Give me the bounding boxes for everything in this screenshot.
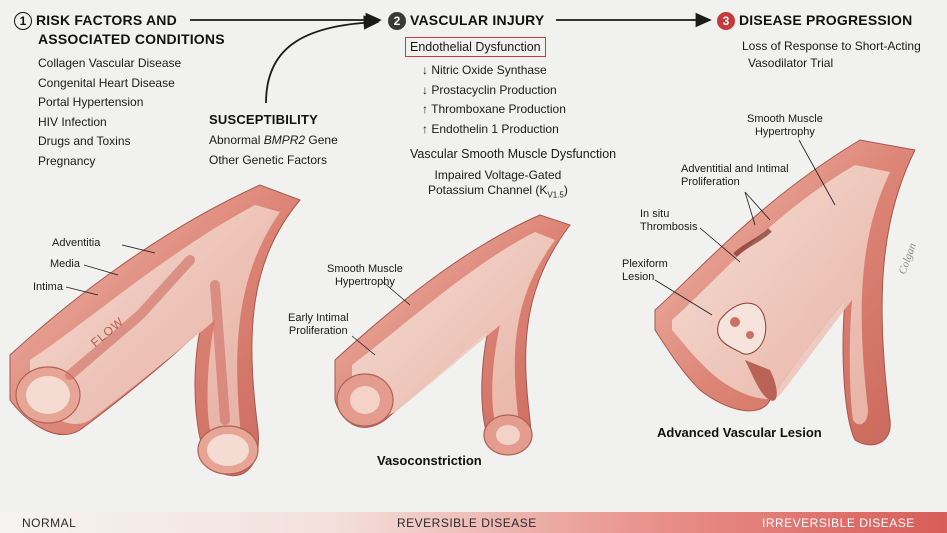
potassium-channel-note: Impaired Voltage-Gated Potassium Channel… [428,168,568,200]
list-item: Pregnancy [38,153,96,168]
arrow-down-icon: ↓ [422,82,428,97]
caption-vasoconstriction: Vasoconstriction [377,453,482,468]
bar-label-normal: NORMAL [22,516,77,530]
step-1-badge: 1 [14,12,32,30]
list-item: ↑ Endothelin 1 Production [422,121,559,136]
label-intima: Intima [33,281,63,293]
label-early-intimal: Early Intimal Proliferation [288,312,349,337]
svg-text:Colgan: Colgan [897,241,920,276]
list-item: ↑ Thromboxane Production [422,102,566,116]
list-item: Abnormal BMPR2 Gene [209,133,338,147]
arrow-down-icon: ↓ [422,63,428,77]
label-plexiform-lesion: Plexiform Lesion [622,258,668,283]
label-adventitial-intimal: Adventitial and Intimal Proliferation [681,163,789,188]
bar-label-irreversible: IRREVERSIBLE DISEASE [762,516,915,530]
col2-title: VASCULAR INJURY [410,12,545,28]
list-item: ↓ Nitric Oxide Synthase [422,63,547,77]
disease-spectrum-bar: NORMAL REVERSIBLE DISEASE IRREVERSIBLE D… [0,512,947,533]
susceptibility-list: Abnormal BMPR2 Gene Other Genetic Factor… [209,131,338,170]
list-item: Portal Hypertension [38,95,144,109]
endothelial-changes-list: ↓ Nitric Oxide Synthase ↓ Prostacyclin P… [422,61,566,139]
caption-advanced-vascular-lesion: Advanced Vascular Lesion [657,425,822,440]
label-reversible-smooth-muscle: Smooth Muscle Hypertrophy [327,263,403,288]
arrow-susceptibility-to-col2 [265,15,380,104]
list-item: Other Genetic Factors [209,152,328,167]
endothelial-dysfunction-box: Endothelial Dysfunction [405,37,546,57]
step-3-badge: 3 [717,12,735,30]
list-item: Drugs and Toxins [38,134,131,148]
label-irreversible-smooth-muscle: Smooth Muscle Hypertrophy [747,113,823,138]
arrow-up-icon: ↑ [422,102,428,116]
col1-title-line2: ASSOCIATED CONDITIONS [38,31,225,47]
label-media: Media [50,258,80,270]
list-item: ↓ Prostacyclin Production [422,82,557,97]
col3-title: DISEASE PROGRESSION [739,12,913,28]
smooth-muscle-dysfunction: Vascular Smooth Muscle Dysfunction [410,147,617,161]
col1-title-line1: RISK FACTORS AND [36,12,177,28]
list-item: Collagen Vascular Disease [38,56,182,70]
list-item: HIV Infection [38,114,107,129]
disease-progression-note: Loss of Response to Short-Acting Vasodil… [742,39,921,70]
irreversible-vessel-illustration: Colgan [654,139,920,446]
label-in-situ-thrombosis: In situ Thrombosis [640,208,698,233]
step-2-badge: 2 [388,12,406,30]
bar-label-reversible: REVERSIBLE DISEASE [397,516,537,530]
label-adventitia: Adventitia [52,237,101,249]
list-item: Congenital Heart Disease [38,75,175,90]
susceptibility-title: SUSCEPTIBILITY [209,112,318,127]
gene-name: BMPR2 [263,133,306,147]
normal-vessel-illustration [9,184,301,477]
risk-factor-list: Collagen Vascular Disease Congenital Hea… [38,54,181,171]
reversible-vessel-illustration [334,214,571,456]
arrow-up-icon: ↑ [422,121,428,136]
